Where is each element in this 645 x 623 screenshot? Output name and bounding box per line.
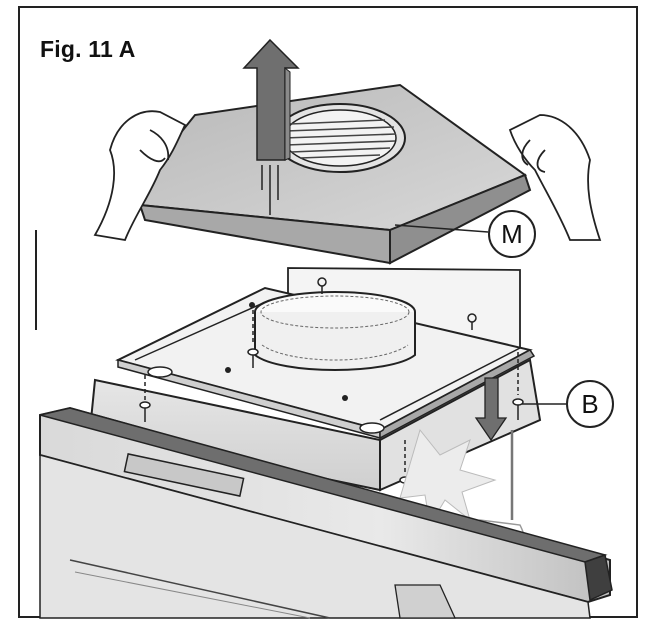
figure-title: Fig. 11 A — [40, 36, 136, 62]
callout-m-label: M — [501, 219, 523, 249]
callout-m: M — [394, 210, 536, 258]
callout-b-label: B — [581, 389, 598, 419]
callout-b: B — [522, 380, 614, 428]
keyhole-icon — [317, 277, 327, 294]
hand-icon — [93, 110, 187, 242]
highlight-burst — [399, 428, 497, 527]
keyhole-icon — [467, 313, 477, 330]
hand-icon — [508, 114, 602, 241]
hood-canopy-body — [39, 454, 591, 619]
cover-panel-m — [133, 83, 532, 265]
down-arrow-icon — [474, 377, 508, 442]
grille-icon — [283, 119, 397, 159]
up-arrow-icon — [242, 38, 300, 215]
control-panel — [123, 453, 245, 497]
screw-icon — [139, 310, 524, 495]
